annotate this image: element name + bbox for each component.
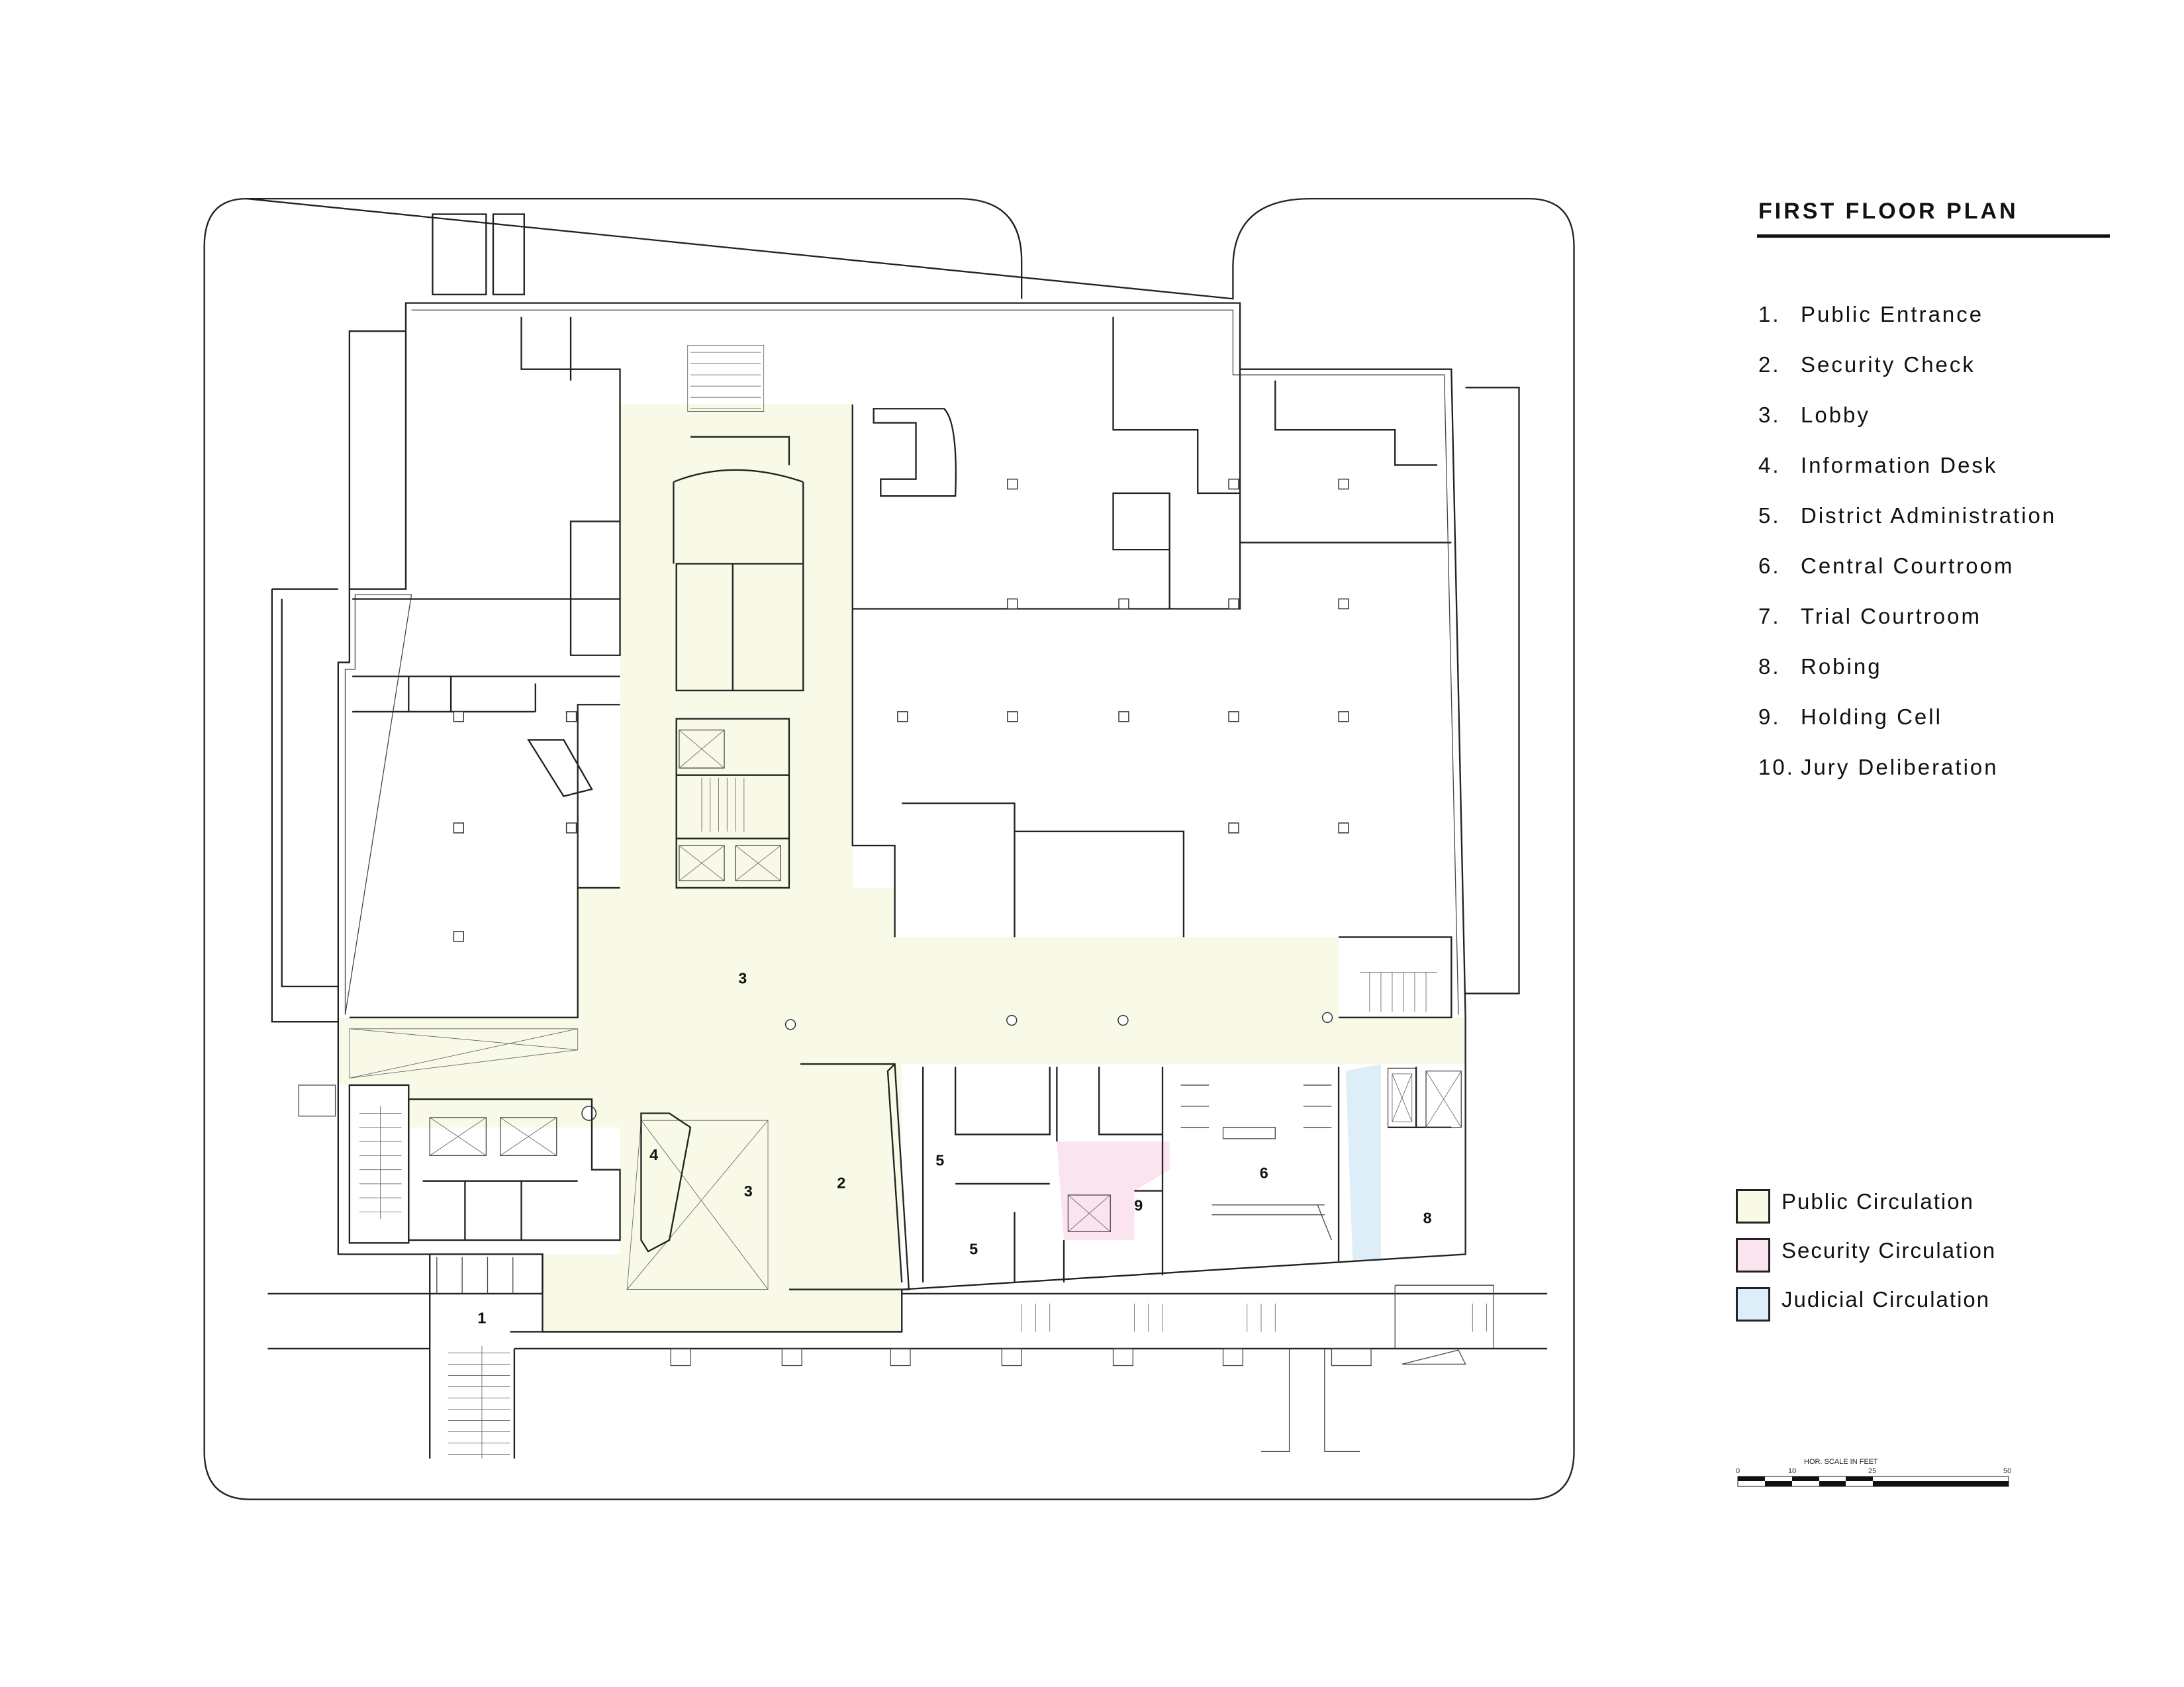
key-number: 7.: [1758, 604, 1781, 628]
key-number: 9.: [1758, 704, 1781, 729]
scale-bar-graphic: [1737, 1476, 2009, 1487]
legend-swatch: [1736, 1189, 1770, 1224]
legend-label: Security Circulation: [1781, 1238, 1997, 1263]
key-number: 3.: [1758, 403, 1781, 427]
west-elevators: [429, 1117, 557, 1157]
room-label-robing: 8: [1423, 1210, 1432, 1227]
key-item: 3. Lobby: [1758, 403, 1870, 428]
key-number: 6.: [1758, 554, 1781, 578]
security-circulation-zone: [1057, 1141, 1170, 1241]
room-label-district-admin: 5: [969, 1240, 978, 1257]
judicial-circulation-zone: [1345, 1064, 1381, 1262]
legend-swatch: [1736, 1238, 1770, 1273]
key-item: 8. Robing: [1758, 654, 1882, 679]
key-label: Public Entrance: [1801, 302, 1984, 326]
entrance-steps: [448, 1345, 510, 1459]
scale-tick-label: 50: [2003, 1467, 2012, 1475]
key-number: 8.: [1758, 654, 1781, 679]
key-label: Lobby: [1801, 403, 1870, 427]
key-label: Holding Cell: [1801, 704, 1942, 729]
key-label: Jury Deliberation: [1801, 755, 1999, 779]
key-label: Security Check: [1801, 352, 1975, 377]
key-label: Information Desk: [1801, 453, 1998, 477]
key-item: 1. Public Entrance: [1758, 302, 1983, 327]
scale-title: HOR. SCALE IN FEET: [1804, 1458, 1878, 1466]
key-item: 7. Trial Courtroom: [1758, 604, 1981, 629]
key-number: 2.: [1758, 352, 1781, 377]
key-item: 6. Central Courtroom: [1758, 554, 2014, 579]
room-label-district-admin: 5: [935, 1151, 944, 1169]
legend-label: Public Circulation: [1781, 1189, 1974, 1214]
legend-swatch: [1736, 1287, 1770, 1322]
west-stair: [298, 1084, 410, 1244]
site-structure: [492, 213, 525, 296]
key-number: 4.: [1758, 453, 1781, 477]
key-label: District Administration: [1801, 503, 2057, 528]
planters: [670, 1348, 1466, 1367]
room-label-information-desk: 4: [649, 1146, 658, 1163]
room-label-central-courtroom: 6: [1260, 1164, 1268, 1181]
scale-tick-label: 0: [1736, 1467, 1740, 1475]
scale-tick-label: 25: [1868, 1467, 1877, 1475]
room-label-lobby-south: 3: [744, 1182, 753, 1200]
key-item: 2. Security Check: [1758, 352, 1975, 377]
key-item: 5. District Administration: [1758, 503, 2056, 528]
east-stair: [1339, 936, 1452, 1018]
room-label-holding-cell: 9: [1134, 1196, 1143, 1214]
central-elevators: [679, 729, 781, 881]
information-desk: [640, 1112, 692, 1253]
public-circulation-zone: [338, 404, 1466, 1332]
room-label-lobby-north: 3: [738, 970, 747, 987]
room-label-public-entrance: 1: [477, 1310, 486, 1327]
key-number: 5.: [1758, 503, 1781, 528]
key-item: 9. Holding Cell: [1758, 704, 1942, 730]
room-label-security-check: 2: [837, 1174, 845, 1191]
key-label: Robing: [1801, 654, 1882, 679]
legend-label: Judicial Circulation: [1781, 1287, 1991, 1312]
central-stair: [687, 345, 765, 832]
key-label: Central Courtroom: [1801, 554, 2015, 578]
scale-bar: HOR. SCALE IN FEET 0 10 25 50: [1736, 1457, 2015, 1496]
site-structure: [432, 213, 487, 296]
key-item: 4. Information Desk: [1758, 453, 1997, 478]
site-boundary: [203, 197, 1575, 1500]
key-item: 10.Jury Deliberation: [1758, 755, 1999, 780]
scale-tick-label: 10: [1788, 1467, 1797, 1475]
key-label: Trial Courtroom: [1801, 604, 1981, 628]
plan-title: FIRST FLOOR PLAN: [1758, 199, 2018, 224]
key-number: 10.: [1758, 755, 1795, 779]
key-number: 1.: [1758, 302, 1781, 326]
title-underline: [1757, 234, 2110, 238]
